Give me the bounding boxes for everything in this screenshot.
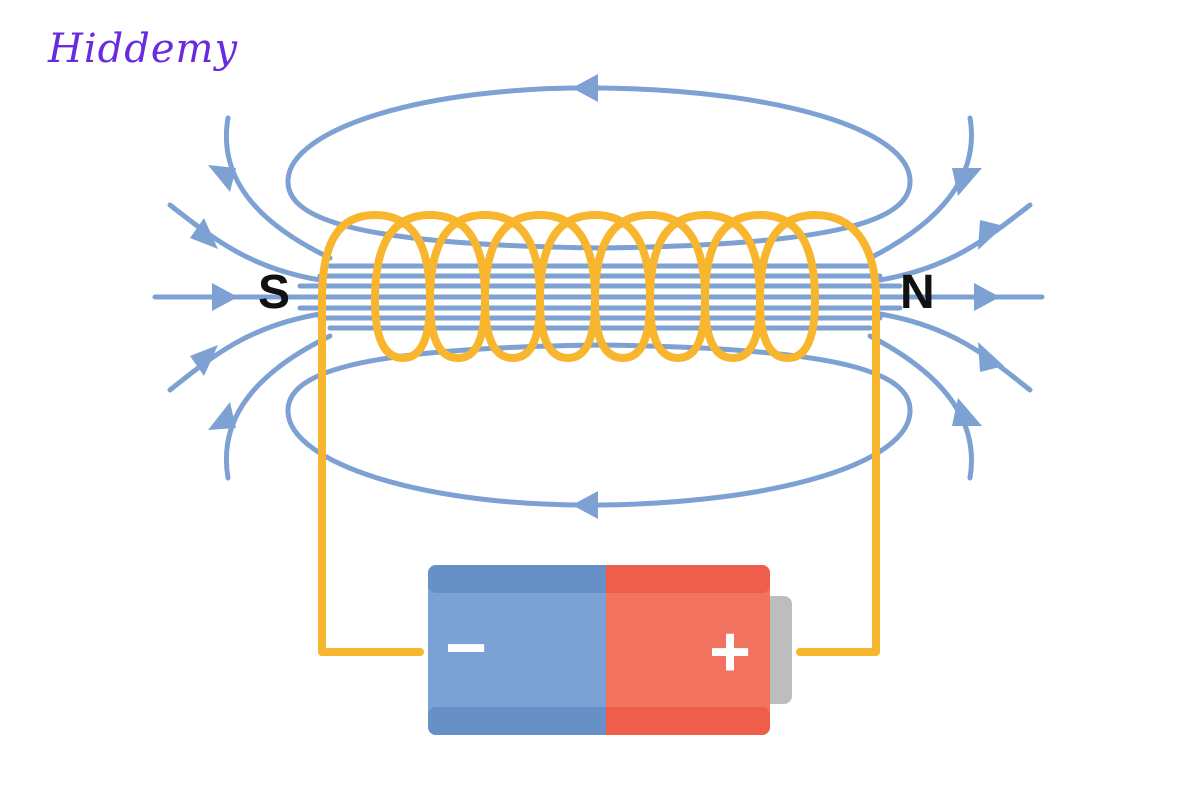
- field-loop-bottom: [285, 342, 913, 508]
- battery: − +: [428, 565, 792, 735]
- battery-positive-sign: +: [709, 612, 751, 692]
- battery-positive-bottom-band: [600, 707, 770, 735]
- north-pole-label: N: [900, 266, 935, 319]
- arrowhead-icon: [952, 168, 982, 196]
- brand-logo: Hiddemy: [48, 26, 239, 72]
- field-line-left-bottom: [167, 311, 323, 393]
- battery-terminal-cap: [764, 596, 792, 704]
- arrowhead-icon: [208, 165, 236, 192]
- field-line-right-bottom-outer: [867, 333, 974, 481]
- arrowhead-icon: [978, 220, 1004, 250]
- arrowhead-icons: [190, 74, 1004, 519]
- solenoid-coil: [318, 211, 880, 656]
- arrowhead-icon: [572, 491, 598, 519]
- battery-negative-sign: −: [445, 608, 487, 688]
- battery-negative-half: [428, 565, 604, 735]
- field-line-left-top: [167, 202, 323, 283]
- arrowhead-icon: [212, 283, 238, 311]
- south-pole-label: S: [258, 266, 290, 319]
- battery-positive-half: [600, 565, 770, 735]
- battery-negative-bottom-band: [428, 707, 604, 735]
- field-line-right-top-outer: [867, 115, 974, 261]
- arrowhead-icon: [952, 398, 982, 426]
- field-line-right-top: [877, 202, 1033, 283]
- arrowhead-icon: [978, 342, 1004, 372]
- arrowhead-icon: [208, 402, 236, 430]
- battery-positive-top-band: [600, 565, 770, 593]
- wire-left: [318, 296, 424, 656]
- arrowhead-icon: [572, 74, 598, 102]
- arrowhead-icon: [974, 283, 1000, 311]
- field-line-left-top-outer: [223, 115, 333, 261]
- battery-negative-top-band: [428, 565, 604, 593]
- arrowhead-icon: [190, 218, 218, 249]
- field-line-right-bottom: [877, 311, 1033, 393]
- field-loop-top: [285, 85, 913, 251]
- coil-turns: [318, 211, 880, 362]
- field-line-left-bottom-outer: [223, 333, 333, 481]
- wire-right: [796, 296, 880, 656]
- arrowhead-icon: [190, 345, 218, 376]
